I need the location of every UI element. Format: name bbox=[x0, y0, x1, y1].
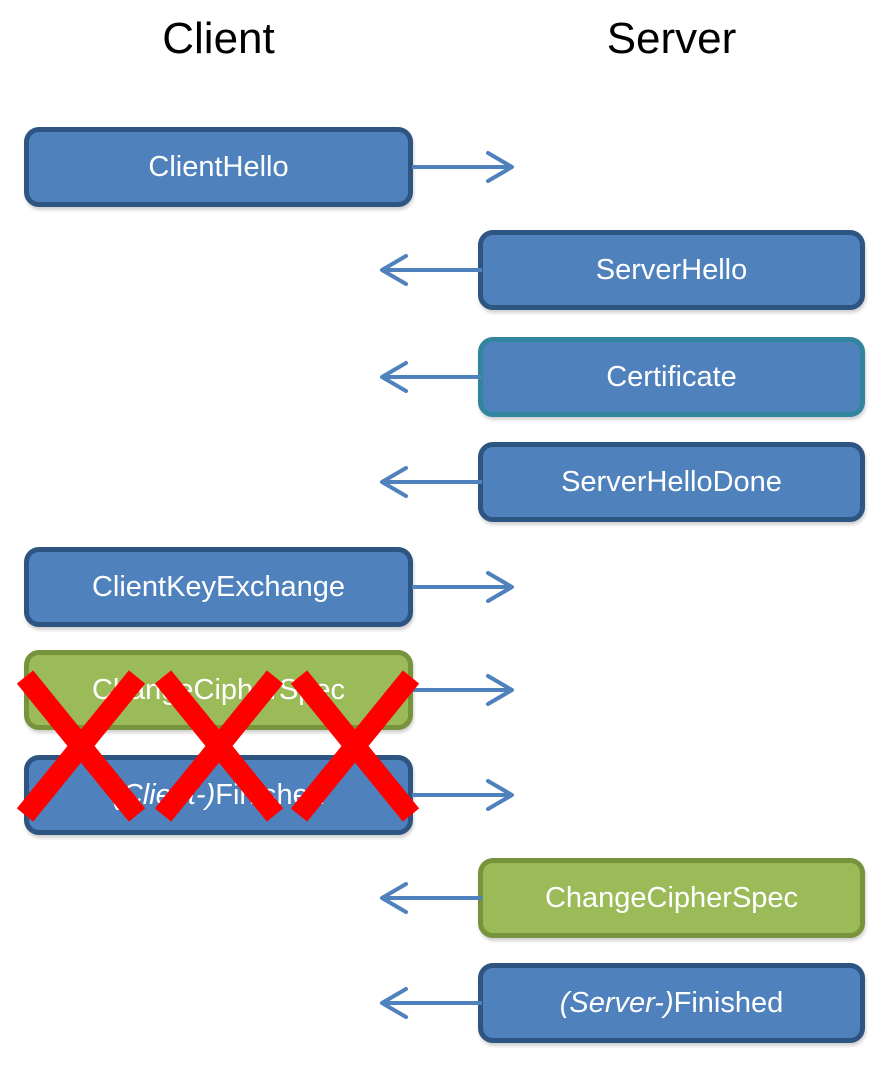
server-column-header: Server bbox=[606, 14, 737, 63]
message-label-server-finished: (Server-)Finished bbox=[560, 987, 784, 1020]
arrow-right-icon bbox=[412, 151, 514, 183]
message-box-client-key-exchange: ClientKeyExchange bbox=[24, 547, 413, 627]
message-box-server-hello-done: ServerHelloDone bbox=[478, 442, 865, 522]
arrow-left-icon bbox=[380, 466, 482, 498]
arrow-left-icon bbox=[380, 361, 482, 393]
arrow-left-icon bbox=[380, 254, 482, 286]
message-label-text: ServerHello bbox=[595, 253, 748, 286]
message-label-client-key-exchange: ClientKeyExchange bbox=[92, 571, 345, 604]
message-box-certificate: Certificate bbox=[478, 337, 865, 417]
message-label-change-cipher-spec-client: ChangeCipherSpec bbox=[92, 674, 345, 707]
arrow-left-icon bbox=[380, 987, 482, 1019]
message-label-italic-prefix: (Server-) bbox=[559, 986, 674, 1019]
client-column-header: Client bbox=[162, 14, 275, 63]
message-label-text: ServerHelloDone bbox=[561, 465, 782, 498]
message-label-server-hello-done: ServerHelloDone bbox=[561, 466, 782, 499]
message-label-change-cipher-spec-server: ChangeCipherSpec bbox=[545, 882, 798, 915]
message-label-text: ChangeCipherSpec bbox=[91, 673, 346, 706]
message-label-client-finished: (Client-)Finished bbox=[112, 779, 325, 812]
arrow-right-icon bbox=[412, 571, 514, 603]
message-box-change-cipher-spec-client: ChangeCipherSpec bbox=[24, 650, 413, 730]
message-label-text: ClientHello bbox=[148, 150, 289, 183]
message-box-server-hello: ServerHello bbox=[478, 230, 865, 310]
message-label-text: ChangeCipherSpec bbox=[544, 881, 799, 914]
message-box-server-finished: (Server-)Finished bbox=[478, 963, 865, 1043]
message-label-text: Finished bbox=[215, 778, 325, 811]
message-box-change-cipher-spec-server: ChangeCipherSpec bbox=[478, 858, 865, 938]
message-label-client-hello: ClientHello bbox=[148, 151, 288, 184]
arrow-right-icon bbox=[412, 674, 514, 706]
message-label-certificate: Certificate bbox=[606, 361, 737, 394]
arrow-right-icon bbox=[412, 779, 514, 811]
message-label-italic-prefix: (Client-) bbox=[112, 778, 216, 811]
message-box-client-finished: (Client-)Finished bbox=[24, 755, 413, 835]
message-label-server-hello: ServerHello bbox=[596, 254, 748, 287]
message-box-client-hello: ClientHello bbox=[24, 127, 413, 207]
message-label-text: Finished bbox=[673, 986, 784, 1019]
message-label-text: ClientKeyExchange bbox=[91, 570, 346, 603]
message-label-text: Certificate bbox=[606, 360, 737, 393]
arrow-left-icon bbox=[380, 882, 482, 914]
